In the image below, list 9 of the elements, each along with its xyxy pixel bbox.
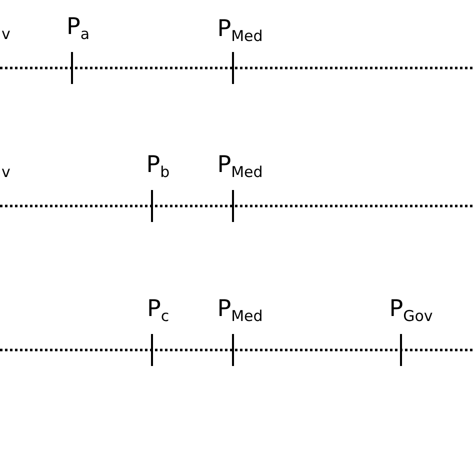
tick-label: P$_{Med}$ <box>217 296 263 327</box>
tick-label: v <box>2 24 10 45</box>
tick-label: P$_{a}$ <box>66 14 90 45</box>
tick-label: P$_{c}$ <box>146 296 170 327</box>
tick-label: P$_{b}$ <box>146 152 170 183</box>
tick-label: P$_{Med}$ <box>217 152 263 183</box>
tick-label: P$_{Gov}$ <box>389 296 433 327</box>
tick-label: P$_{Med}$ <box>217 16 263 47</box>
tick-label: v <box>2 162 10 183</box>
